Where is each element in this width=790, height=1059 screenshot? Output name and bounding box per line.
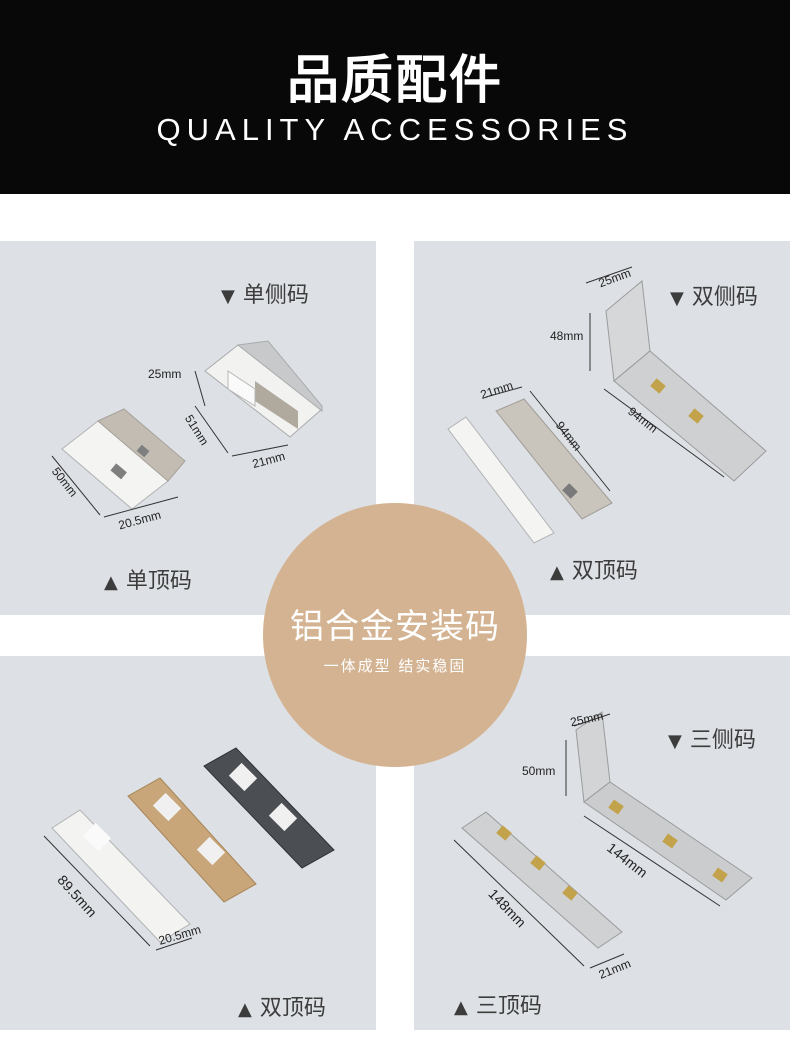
panel-single: ▼单侧码 ▲单顶码 25mm 51mm 21mm 50mm 20.5mm [0, 241, 376, 615]
triangle-down-icon: ▼ [668, 731, 682, 752]
dimension-label: 48mm [550, 329, 584, 343]
dimension-label: 25mm [148, 367, 182, 381]
label-text: 双侧码 [691, 285, 758, 310]
dimension-label: 50mm [522, 764, 556, 778]
single-brackets-illustration [51, 340, 323, 518]
center-subtitle: 一体成型 结实稳固 [323, 657, 467, 675]
label-double-side: ▼ 双侧码 [670, 279, 758, 311]
triangle-down-icon: ▼ [670, 288, 684, 309]
label-single-top: ▲ 单顶码 [104, 563, 192, 595]
label-text: 单侧码 [242, 283, 309, 308]
triangle-down-icon: ▼ [221, 286, 235, 307]
triple-brackets-illustration [453, 711, 753, 969]
double-brackets-illustration [447, 266, 767, 544]
triangle-up-icon: ▲ [104, 572, 118, 593]
label-triple-side: ▼ 三侧码 [668, 722, 756, 754]
label-double-top: ▲ 双顶码 [550, 553, 638, 585]
page-subtitle: QUALITY ACCESSORIES [156, 112, 634, 147]
label-text: 三侧码 [689, 728, 756, 753]
label-text: 双顶码 [571, 559, 638, 584]
label-triple-top: ▲ 三顶码 [454, 988, 542, 1020]
page-title: 品质配件 [286, 51, 503, 111]
center-badge: 铝合金安装码 一体成型 结实稳固 [263, 503, 527, 767]
label-double-top-2: ▲ 双顶码 [238, 990, 326, 1022]
label-single-side: ▼ 单侧码 [221, 277, 309, 309]
triangle-up-icon: ▲ [454, 997, 468, 1018]
label-text: 双顶码 [259, 996, 326, 1021]
triangle-up-icon: ▲ [238, 999, 252, 1020]
center-title: 铝合金安装码 [290, 607, 500, 647]
label-text: 单顶码 [125, 569, 192, 594]
double-top-colors-illustration [43, 747, 335, 951]
label-text: 三顶码 [475, 994, 542, 1019]
triangle-up-icon: ▲ [550, 562, 564, 583]
header-banner: 品质配件 QUALITY ACCESSORIES [0, 0, 790, 194]
